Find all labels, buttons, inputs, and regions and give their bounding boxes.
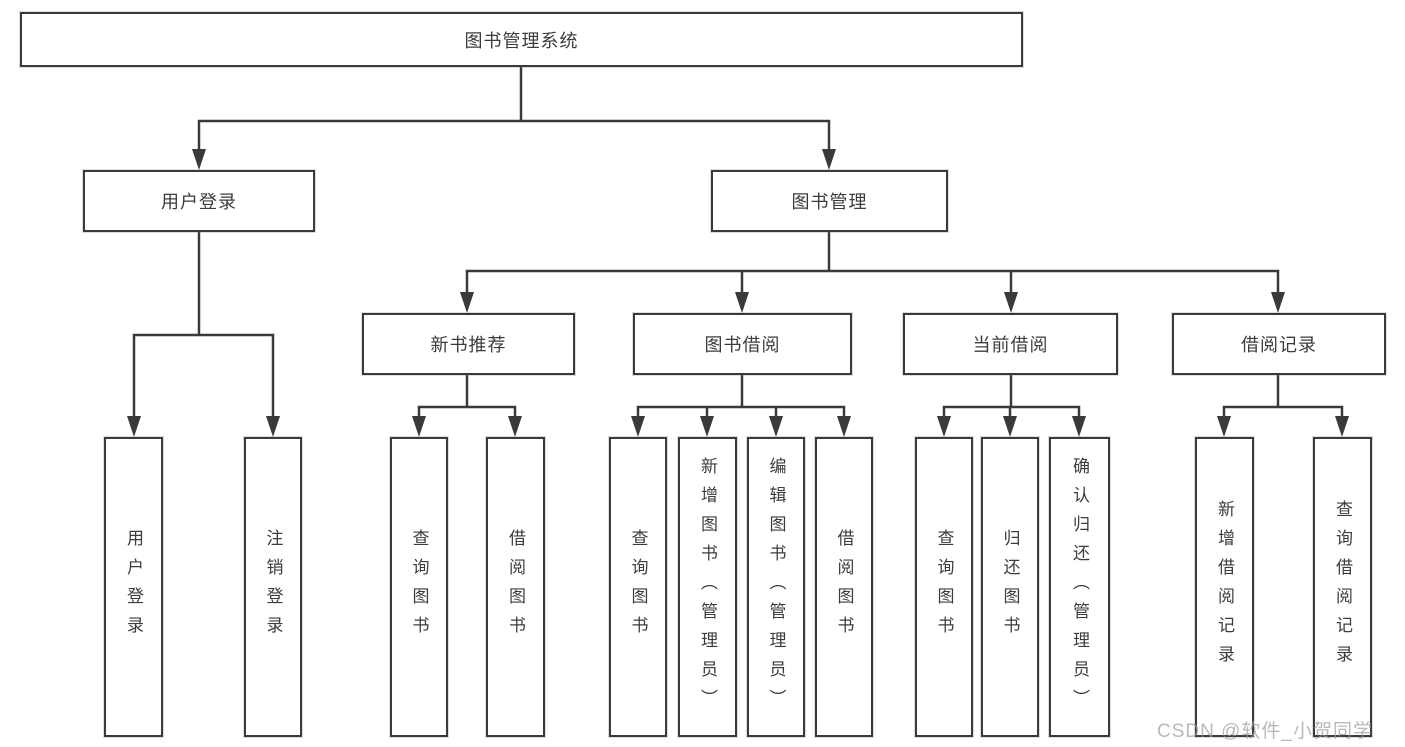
node-root-system: 图书管理系统 [20, 12, 1023, 67]
node-label: 查询图书 [409, 529, 429, 645]
node-label: 借阅记录 [1241, 335, 1317, 355]
leaf-query-borrow-record: 查询借阅记录 [1313, 437, 1372, 737]
node-book-borrow: 图书借阅 [633, 313, 852, 375]
node-label: 用户登录 [124, 529, 143, 645]
leaf-logout: 注销登录 [244, 437, 302, 737]
leaf-borrow-books-recommend: 借阅图书 [486, 437, 545, 737]
node-label: 图书管理系统 [464, 30, 579, 51]
node-current-borrow: 当前借阅 [903, 313, 1118, 375]
node-label: 确认归还（管理员） [1070, 456, 1089, 718]
node-label: 归还图书 [1000, 529, 1020, 645]
leaf-borrow-books: 借阅图书 [815, 437, 873, 737]
node-label: 新增借阅记录 [1215, 500, 1234, 674]
node-label: 借阅图书 [506, 529, 525, 645]
node-label: 查询借阅记录 [1333, 500, 1352, 674]
leaf-add-books-admin: 新增图书（管理员） [678, 437, 737, 737]
node-label: 用户登录 [161, 192, 237, 212]
leaf-add-borrow-record: 新增借阅记录 [1195, 437, 1254, 737]
leaf-edit-books-admin: 编辑图书（管理员） [747, 437, 805, 737]
arrowheads [127, 149, 1349, 437]
node-label: 查询图书 [934, 529, 954, 645]
node-book-management: 图书管理 [711, 170, 948, 232]
leaf-query-books-borrow: 查询图书 [609, 437, 667, 737]
node-label: 查询图书 [628, 529, 648, 645]
node-label: 图书管理 [791, 192, 868, 212]
node-label: 编辑图书（管理员） [766, 456, 786, 718]
node-label: 新书推荐 [430, 335, 507, 355]
node-borrow-records: 借阅记录 [1172, 313, 1386, 375]
csdn-watermark: CSDN @软件_小贺同学 [1157, 721, 1373, 742]
leaf-return-books: 归还图书 [981, 437, 1039, 737]
node-new-book-recommend: 新书推荐 [362, 313, 575, 375]
node-label: 当前借阅 [972, 335, 1049, 355]
leaf-user-login: 用户登录 [104, 437, 163, 737]
node-label: 注销登录 [263, 529, 283, 645]
node-label: 图书借阅 [704, 335, 781, 355]
node-label: 新增图书（管理员） [698, 456, 717, 718]
node-label: 借阅图书 [834, 529, 854, 645]
leaf-query-books-current: 查询图书 [915, 437, 973, 737]
leaf-query-books-recommend: 查询图书 [390, 437, 448, 737]
node-user-login-module: 用户登录 [83, 170, 315, 232]
leaf-confirm-return-admin: 确认归还（管理员） [1049, 437, 1110, 737]
